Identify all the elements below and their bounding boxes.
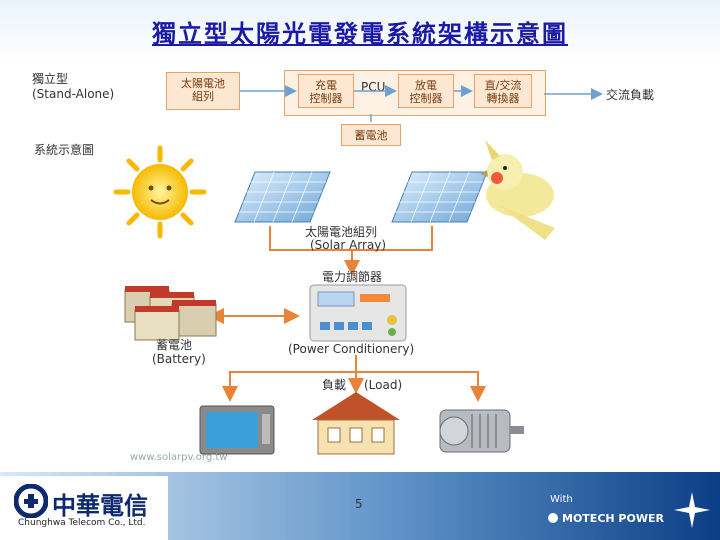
solar-array-line1: 太陽電池 <box>181 77 225 90</box>
load-label-zh: 負載 <box>322 378 347 392</box>
company-name-en: Chunghwa Telecom Co., Ltd. <box>18 518 146 528</box>
load-bus-line <box>229 371 479 396</box>
company-name-zh: 中華電信 <box>52 492 148 520</box>
power-conditioner-icon <box>309 284 407 342</box>
tv-icon <box>199 405 275 455</box>
charge-line1: 充電 <box>315 79 337 92</box>
bird-icon <box>480 140 555 240</box>
battery-box: 蓄電池 <box>341 124 401 146</box>
conditioner-label-en: (Power Conditionery) <box>288 342 415 356</box>
type-label: 獨立型 <box>32 72 69 86</box>
house-icon <box>312 392 400 455</box>
battery-label-en: (Battery) <box>152 352 206 366</box>
slide-title: 獨立型太陽光電發電系統架構示意圖 <box>152 19 568 48</box>
solar-array-label-en: (Solar Array) <box>310 238 387 252</box>
motech-logo-icon <box>548 513 558 523</box>
inverter-line1: 直/交流 <box>484 79 522 92</box>
solar-array-box: 太陽電池 組列 <box>166 72 240 110</box>
solar-panel-right-icon <box>391 171 488 223</box>
solar-panel-left-icon <box>234 171 331 223</box>
discharge-controller-box: 放電 控制器 <box>398 74 454 108</box>
type-label-en: (Stand-Alone) <box>32 87 115 101</box>
solar-array-line2: 組列 <box>192 90 214 103</box>
discharge-line1: 放電 <box>415 79 437 92</box>
inverter-box: 直/交流 轉換器 <box>474 74 532 108</box>
charge-line2: 控制器 <box>309 92 343 105</box>
battery-bank-icon <box>124 286 217 341</box>
sun-icon <box>113 145 207 239</box>
with-label: With <box>550 494 573 505</box>
sparkle-icon <box>674 492 710 528</box>
title-band <box>0 0 720 62</box>
partner-name: MOTECH POWER <box>562 512 664 525</box>
load-label-en: (Load) <box>364 378 403 392</box>
page-number: 5 <box>355 497 363 511</box>
system-label: 系統示意圖 <box>34 143 95 157</box>
ac-load-label: 交流負載 <box>606 88 655 102</box>
battery-label-zh: 蓄電池 <box>156 338 193 352</box>
solar-array-label-zh: 太陽電池組列 <box>305 225 378 239</box>
charge-controller-box: 充電 控制器 <box>298 74 354 108</box>
source-url: www.solarpv.org.tw <box>130 452 228 463</box>
conditioner-label-zh: 電力調節器 <box>322 270 383 284</box>
battery-box-label: 蓄電池 <box>354 129 388 142</box>
chunghwa-logo-icon <box>14 484 48 518</box>
inverter-line2: 轉換器 <box>486 92 520 105</box>
motor-icon <box>439 409 524 453</box>
discharge-line2: 控制器 <box>409 92 443 105</box>
